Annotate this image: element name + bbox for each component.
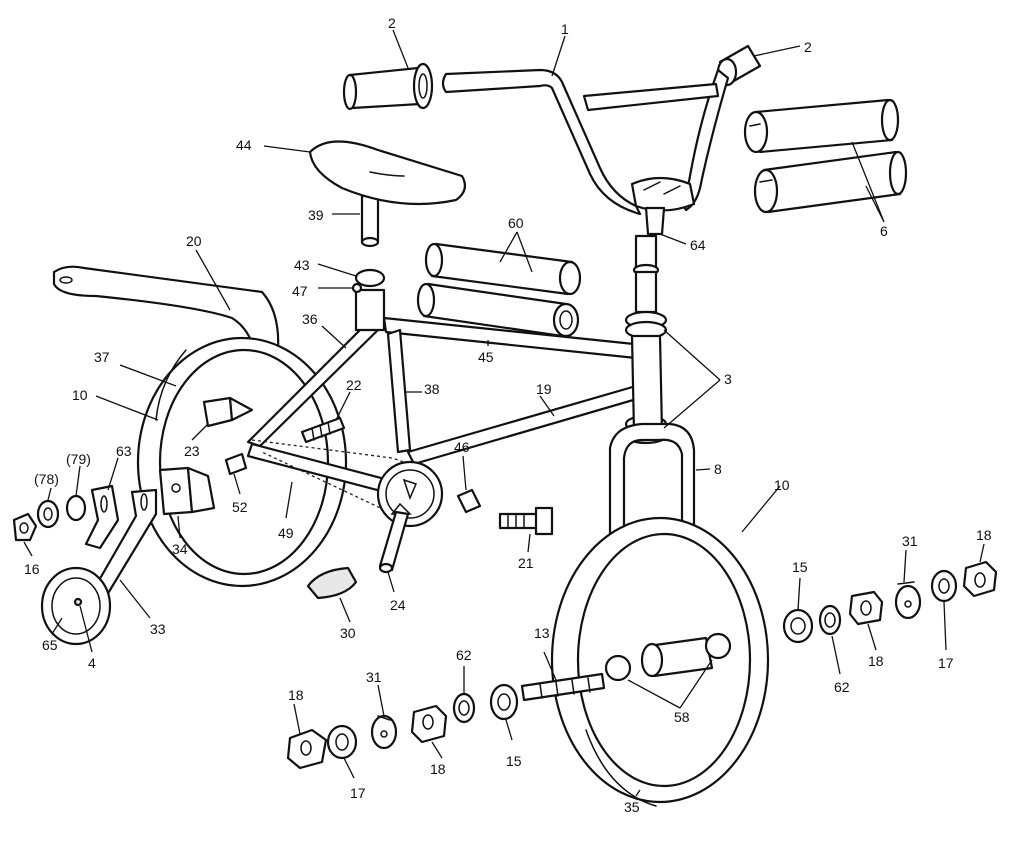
callout-8: 8 — [714, 461, 722, 477]
callout-30: 30 — [340, 625, 356, 641]
callout-10b: 10 — [774, 477, 790, 493]
washer-79 — [65, 494, 87, 522]
callout-36: 36 — [302, 311, 318, 327]
washer-62b — [818, 604, 842, 636]
training-wheel-brace-34 — [158, 466, 216, 516]
nut-18a — [286, 728, 328, 770]
callout-10a: 10 — [72, 387, 88, 403]
callout-31b: 31 — [902, 533, 918, 549]
adjuster-52 — [224, 452, 248, 476]
washer-31a — [370, 714, 398, 750]
callout-58: 58 — [674, 709, 690, 725]
callout-44: 44 — [236, 137, 252, 153]
bracket-46 — [456, 488, 482, 514]
nut-23 — [202, 396, 254, 428]
washer-62a — [452, 692, 476, 724]
left-handlebar-grip — [342, 62, 434, 111]
callout-52: 52 — [232, 499, 248, 515]
front-axle — [520, 672, 606, 702]
callout-20: 20 — [186, 233, 202, 249]
washer-31b — [894, 581, 922, 620]
crank-arm — [378, 510, 410, 574]
callout-78: (78) — [34, 471, 59, 487]
nut-18c — [848, 590, 884, 626]
chainring — [376, 460, 444, 528]
callout-17a: 17 — [350, 785, 366, 801]
callout-24: 24 — [390, 597, 406, 613]
washer-17a — [326, 724, 358, 760]
leader-lines — [23, 29, 985, 797]
callout-33: 33 — [150, 621, 166, 637]
callout-63: 63 — [116, 443, 132, 459]
front-hub — [604, 632, 732, 682]
callout-65: 65 — [42, 637, 58, 653]
callout-34: 34 — [172, 541, 188, 557]
nut-18d — [962, 560, 998, 598]
pedal — [306, 566, 358, 600]
callout-64: 64 — [690, 237, 706, 253]
callout-4: 4 — [88, 655, 96, 671]
callout-3: 3 — [724, 371, 732, 387]
training-wheel-bracket-63 — [84, 484, 120, 550]
washer-17b — [930, 569, 958, 603]
callout-31a: 31 — [366, 669, 382, 685]
callout-23: 23 — [184, 443, 200, 459]
callout-62b: 62 — [834, 679, 850, 695]
callout-2b: 2 — [804, 39, 812, 55]
training-wheel-65 — [40, 566, 112, 646]
callout-37: 37 — [94, 349, 110, 365]
callout-18c: 18 — [868, 653, 884, 669]
callout-18a: 18 — [288, 687, 304, 703]
callout-46: 46 — [454, 439, 470, 455]
callout-62a: 62 — [456, 647, 472, 663]
callout-49: 49 — [278, 525, 294, 541]
callout-47: 47 — [292, 283, 308, 299]
callout-15b: 15 — [792, 559, 808, 575]
callout-17b: 17 — [938, 655, 954, 671]
handlebar-pads — [743, 98, 908, 214]
callout-22: 22 — [346, 377, 362, 393]
callout-45: 45 — [478, 349, 494, 365]
callout-labels: 1 2 2 44 39 6 20 60 64 43 47 36 45 3 37 … — [24, 15, 992, 815]
cone-15b — [782, 608, 814, 644]
seat — [308, 140, 467, 206]
washer-78 — [36, 499, 60, 529]
seat-post — [360, 194, 380, 248]
callout-6: 6 — [880, 223, 888, 239]
bolt-22 — [300, 416, 346, 444]
handlebar-stem — [630, 176, 696, 277]
handlebar — [441, 68, 730, 216]
callout-15a: 15 — [506, 753, 522, 769]
callout-21: 21 — [518, 555, 534, 571]
cone-15a — [489, 683, 519, 721]
callout-60: 60 — [508, 215, 524, 231]
nut-18b — [410, 704, 448, 744]
callout-35: 35 — [624, 799, 640, 815]
callout-13: 13 — [534, 625, 550, 641]
callout-38: 38 — [424, 381, 440, 397]
callout-39: 39 — [308, 207, 324, 223]
frame — [246, 268, 664, 498]
callout-1: 1 — [561, 21, 569, 37]
callout-18d: 18 — [976, 527, 992, 543]
bolt-21 — [498, 506, 554, 536]
callout-16: 16 — [24, 561, 40, 577]
callout-2a: 2 — [388, 15, 396, 31]
callout-43: 43 — [294, 257, 310, 273]
frame-pads — [416, 242, 582, 338]
callout-19: 19 — [536, 381, 552, 397]
callout-79: (79) — [66, 451, 91, 467]
callout-18b: 18 — [430, 761, 446, 777]
nut-16 — [12, 512, 38, 542]
